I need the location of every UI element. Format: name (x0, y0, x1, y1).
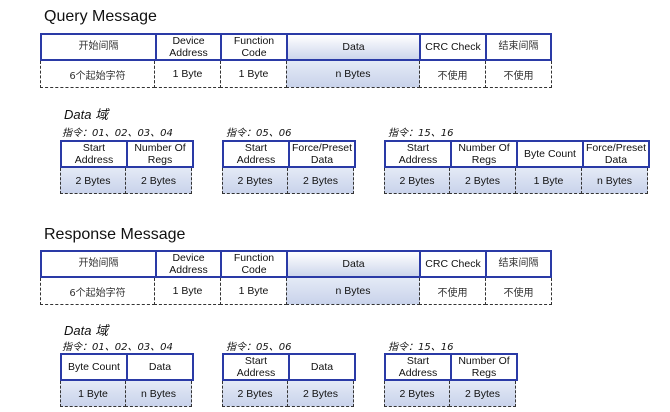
sub-header-cell: Number Of Regs (126, 140, 194, 168)
value-end-gap: 不使用 (485, 61, 552, 88)
header-device-address: Device Address (155, 250, 222, 278)
query-cmd-label-2: 指令：05、06 (226, 128, 292, 139)
query-data-field-title: Data 域 (64, 107, 109, 122)
value-crc-check: 不使用 (419, 61, 486, 88)
response-sub2-header-row: Start Address Data (222, 353, 356, 381)
header-function-code: Function Code (220, 33, 288, 61)
query-main-header-row: 开始间隔 Device Address Function Code Data C… (40, 33, 552, 61)
value-crc-check: 不使用 (419, 278, 486, 305)
response-cmd-label-3: 指令：15、16 (388, 342, 454, 353)
sub-value-cell: 2 Bytes (60, 168, 126, 194)
sub-value-cell: 2 Bytes (449, 381, 516, 407)
header-data: Data (286, 33, 421, 61)
sub-value-cell: 2 Bytes (449, 168, 516, 194)
response-sub1-value-row: 1 Byte n Bytes (60, 381, 192, 407)
sub-header-cell: Start Address (222, 353, 290, 381)
sub-header-cell: Byte Count (516, 140, 584, 168)
sub-header-cell: Byte Count (60, 353, 128, 381)
value-device-address: 1 Byte (154, 61, 221, 88)
value-function-code: 1 Byte (220, 61, 287, 88)
value-start-gap: 6个起始字符 (40, 278, 155, 305)
query-cmd-label-1: 指令：01、02、03、04 (62, 128, 173, 139)
response-sub3-header-row: Start Address Number Of Regs (384, 353, 518, 381)
sub-value-cell: 1 Byte (60, 381, 126, 407)
sub-value-cell: 2 Bytes (125, 168, 192, 194)
query-sub1-header-row: Start Address Number Of Regs (60, 140, 194, 168)
query-message-title: Query Message (44, 8, 157, 25)
response-main-value-row: 6个起始字符 1 Byte 1 Byte n Bytes 不使用 不使用 (40, 278, 552, 305)
response-message-title: Response Message (44, 226, 186, 243)
sub-header-cell: Data (288, 353, 356, 381)
query-sub3-header-row: Start Address Number Of Regs Byte Count … (384, 140, 650, 168)
header-start-gap: 开始间隔 (40, 33, 157, 61)
header-crc-check: CRC Check (419, 250, 487, 278)
response-cmd-label-1: 指令：01、02、03、04 (62, 342, 173, 353)
sub-value-cell: 2 Bytes (222, 381, 288, 407)
header-function-code: Function Code (220, 250, 288, 278)
header-start-gap: 开始间隔 (40, 250, 157, 278)
header-device-address: Device Address (155, 33, 222, 61)
sub-header-cell: Start Address (384, 140, 452, 168)
header-end-gap: 结束间隔 (485, 33, 552, 61)
query-sub2-value-row: 2 Bytes 2 Bytes (222, 168, 354, 194)
sub-value-cell: n Bytes (581, 168, 648, 194)
header-end-gap: 结束间隔 (485, 250, 552, 278)
response-sub3-value-row: 2 Bytes 2 Bytes (384, 381, 516, 407)
sub-header-cell: Start Address (384, 353, 452, 381)
query-cmd-label-3: 指令：15、16 (388, 128, 454, 139)
response-cmd-label-2: 指令：05、06 (226, 342, 292, 353)
response-data-field-title: Data 域 (64, 323, 109, 338)
sub-value-cell: 1 Byte (515, 168, 582, 194)
sub-header-cell: Start Address (222, 140, 290, 168)
sub-value-cell: 2 Bytes (287, 168, 354, 194)
sub-header-cell: Data (126, 353, 194, 381)
sub-header-cell: Force/Preset Data (288, 140, 356, 168)
value-start-gap: 6个起始字符 (40, 61, 155, 88)
value-device-address: 1 Byte (154, 278, 221, 305)
sub-value-cell: 2 Bytes (384, 168, 450, 194)
query-sub1-value-row: 2 Bytes 2 Bytes (60, 168, 192, 194)
sub-value-cell: 2 Bytes (384, 381, 450, 407)
header-crc-check: CRC Check (419, 33, 487, 61)
query-main-value-row: 6个起始字符 1 Byte 1 Byte n Bytes 不使用 不使用 (40, 61, 552, 88)
sub-header-cell: Number Of Regs (450, 353, 518, 381)
sub-header-cell: Start Address (60, 140, 128, 168)
value-data: n Bytes (286, 278, 420, 305)
value-data: n Bytes (286, 61, 420, 88)
response-main-header-row: 开始间隔 Device Address Function Code Data C… (40, 250, 552, 278)
sub-value-cell: n Bytes (125, 381, 192, 407)
header-data: Data (286, 250, 421, 278)
sub-header-cell: Number Of Regs (450, 140, 518, 168)
value-end-gap: 不使用 (485, 278, 552, 305)
sub-header-cell: Force/Preset Data (582, 140, 650, 168)
sub-value-cell: 2 Bytes (287, 381, 354, 407)
response-sub2-value-row: 2 Bytes 2 Bytes (222, 381, 354, 407)
sub-value-cell: 2 Bytes (222, 168, 288, 194)
response-sub1-header-row: Byte Count Data (60, 353, 194, 381)
query-sub3-value-row: 2 Bytes 2 Bytes 1 Byte n Bytes (384, 168, 648, 194)
query-sub2-header-row: Start Address Force/Preset Data (222, 140, 356, 168)
value-function-code: 1 Byte (220, 278, 287, 305)
